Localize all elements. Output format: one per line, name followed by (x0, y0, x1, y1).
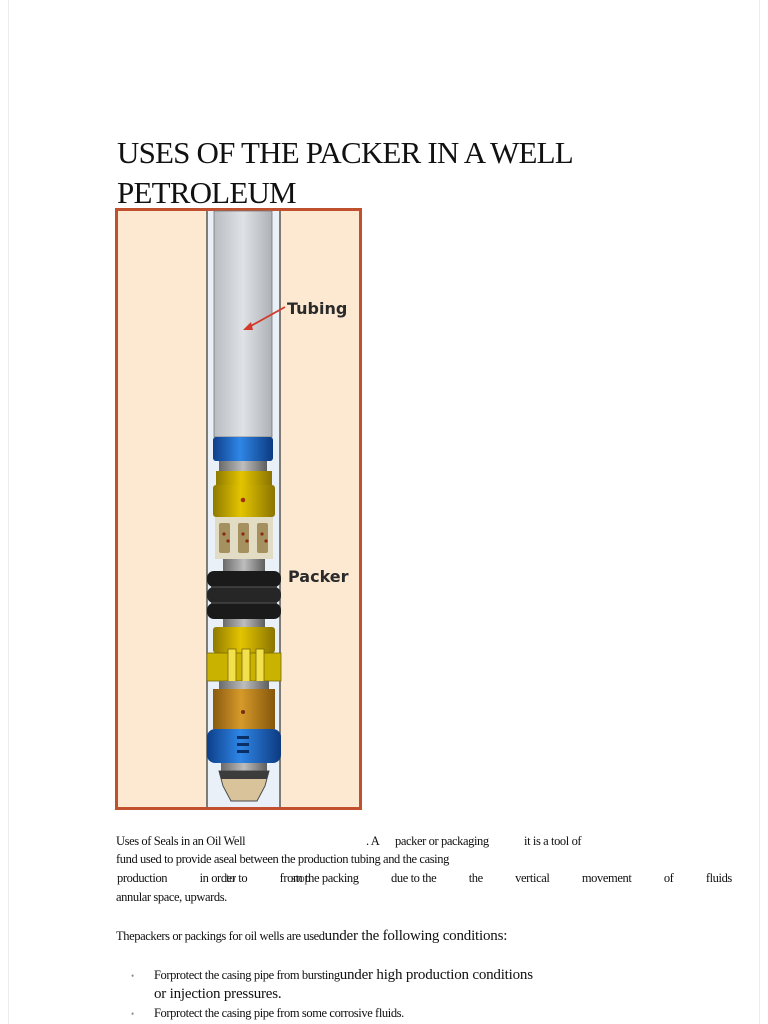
slip-teeth (222, 532, 268, 543)
tubing-pointer-arrow (248, 306, 286, 328)
gray-spacer (219, 681, 269, 689)
packer-diagram: Tubing Packer (115, 208, 362, 810)
tubing-label: Tubing (287, 299, 347, 318)
para1-word: vertical (515, 871, 550, 885)
para1-line3: production in order to from the packing … (117, 871, 732, 886)
packer-label: Packer (288, 567, 349, 586)
gold-lower-housing (213, 627, 275, 653)
para1-line1-c: packer or packaging (395, 834, 489, 848)
lower-slips (227, 648, 265, 684)
blue-top-sub (213, 437, 273, 461)
gold-upper-body (216, 471, 272, 485)
bullet-1-large: under high production conditions (339, 967, 533, 983)
para1-line1-a: Uses of Seals in an Oil Well (116, 834, 246, 848)
para1-word: from the packing (279, 871, 359, 885)
para1-overlap-stop: stop (291, 871, 311, 885)
para2-large: under the following conditions: (324, 928, 508, 944)
bullet-marker: • (131, 971, 135, 981)
production-tubing (213, 210, 273, 438)
para1-line4: annular space, upwards. (116, 890, 227, 904)
gold-housing-port (240, 497, 246, 503)
tubing-arrowhead (243, 322, 253, 330)
bullet-1-line1: Forprotect the casing pipe from bursting… (154, 967, 533, 983)
upper-slips (219, 523, 268, 553)
para1-word: movement (581, 871, 632, 885)
mandrel-neck (223, 559, 265, 571)
packer-elements (207, 571, 281, 619)
bullet-2-line1: Forprotect the casing pipe from some cor… (154, 1006, 404, 1020)
title-line-2: PETROLEUM (117, 175, 297, 210)
para1-line1-b: . A (366, 834, 380, 848)
bronze-upper (213, 689, 275, 701)
page-edge-right (759, 0, 760, 1024)
blue-sub-ports (237, 736, 249, 753)
bullet-marker: • (131, 1009, 135, 1019)
para1-word: due to the (391, 871, 437, 885)
bronze-port (241, 710, 245, 714)
connector-collar (219, 461, 267, 471)
para1-word: in order to (199, 871, 248, 885)
bullet-1-line2: or injection pressures. (154, 986, 282, 1002)
bottom-collar (221, 763, 267, 771)
para1-word: fluids (705, 871, 732, 885)
page-title: USES OF THE PACKER IN A WELL PETROLEUM (117, 133, 597, 213)
para1-word: production (117, 871, 168, 885)
para1-word: of (663, 871, 674, 885)
para1-line2: fund used to provide aseal between the p… (116, 852, 449, 866)
bronze-body (213, 701, 275, 729)
lower-mandrel-neck (223, 619, 265, 627)
bullet-1-small: Forprotect the casing pipe from bursting (154, 968, 340, 982)
para1-line1-d: it is a tool of (524, 834, 582, 848)
para1-overlap-to: to (226, 871, 235, 885)
title-line-1: USES OF THE PACKER IN A WELL (117, 135, 574, 170)
page-edge-left (8, 0, 9, 1024)
guide-band (219, 771, 269, 779)
para1-word: the (468, 871, 483, 885)
para2-small: Thepackers or packings for oil wells are… (116, 929, 325, 943)
para2: Thepackers or packings for oil wells are… (116, 928, 507, 944)
